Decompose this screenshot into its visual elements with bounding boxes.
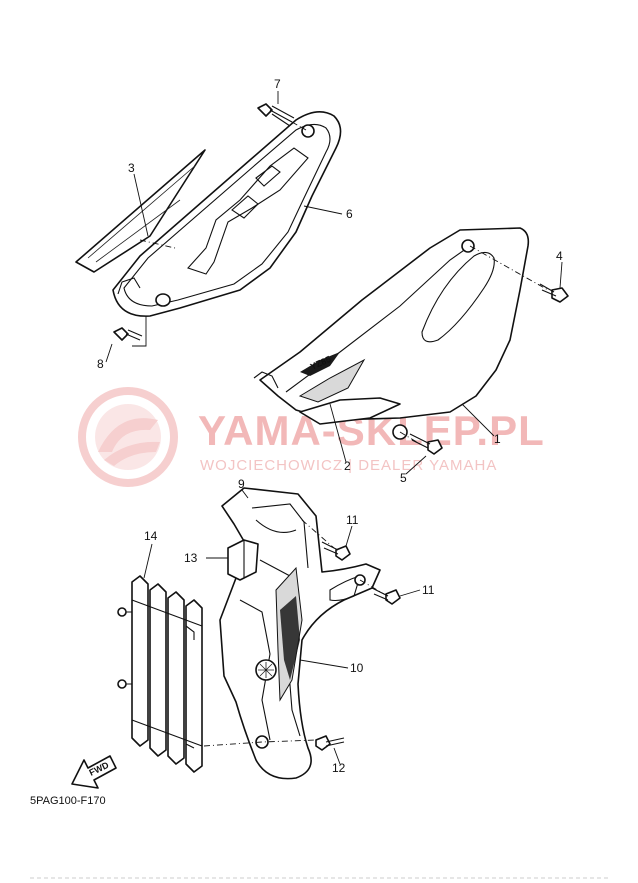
- callout-1: 1: [494, 432, 501, 446]
- callout-6: 6: [346, 207, 353, 221]
- bolt-11b-icon: [371, 587, 401, 605]
- callout-5: 5: [400, 471, 407, 485]
- callout-14: 14: [144, 529, 158, 543]
- part-6-side-cover-upper: [112, 111, 342, 317]
- bolt-5-icon: [409, 433, 443, 455]
- alignment-lines: [132, 245, 549, 747]
- watermark-logo-icon: [78, 387, 178, 487]
- bolt-11a-icon: [321, 541, 351, 561]
- callout-7: 7: [274, 77, 281, 91]
- part-9-radiator-shroud: [219, 487, 381, 780]
- callout-13: 13: [184, 551, 198, 565]
- callout-11-upper: 11: [346, 513, 359, 527]
- callout-8: 8: [97, 357, 104, 371]
- bolt-8-icon: [113, 327, 143, 341]
- callouts: 7 3 6 4 8 1 2 5 9 11 11 14 13 10 12: [97, 77, 563, 775]
- callout-11-lower: 11: [422, 583, 435, 597]
- callout-3: 3: [128, 161, 135, 175]
- callout-10: 10: [350, 661, 364, 675]
- callout-9: 9: [238, 477, 245, 491]
- drawing-code: 5PAG100-F170: [30, 795, 106, 807]
- bolt-12-icon: [315, 735, 345, 751]
- fwd-arrow-icon: FWD: [71, 755, 117, 789]
- callout-4: 4: [556, 249, 563, 263]
- leader-lines: [105, 91, 563, 765]
- bolt-4-icon: [539, 283, 569, 303]
- callout-2: 2: [344, 459, 351, 473]
- part-1-side-cover-right: YZ85: [253, 227, 530, 440]
- watermark-subtitle: WOJCIECHOWICZ | DEALER YAMAHA: [200, 457, 497, 474]
- bolt-7-icon: [257, 103, 307, 131]
- part-3-stripe-decal: [75, 149, 206, 273]
- part-13-pad: [227, 539, 259, 581]
- callout-12: 12: [332, 761, 346, 775]
- part-14-radiator-guard: [117, 575, 203, 773]
